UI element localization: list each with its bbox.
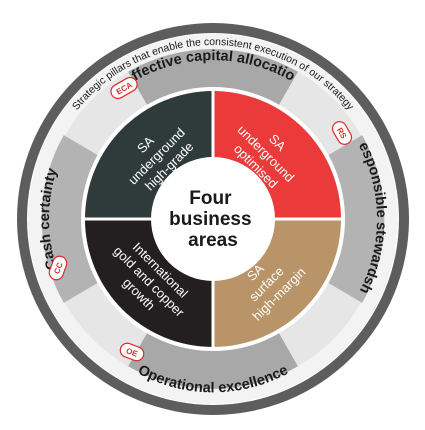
center-circle [151,157,275,281]
pillar-label-cc: Cash certainty [37,166,61,271]
center-title-line-3: areas [188,230,238,251]
badge-oe-code: OE [125,346,140,359]
pillar-band-eca [128,49,298,109]
badge-eca: ECA [110,76,138,100]
center-title-line-1: Four [189,188,232,209]
pillar-band-oe [128,329,298,389]
badge-oe: OE [119,342,145,362]
badge-rs: RS [331,121,353,145]
center-title: Four business areas [169,188,257,251]
badge-cc: CC [48,255,68,281]
badge-cc-code: CC [52,261,64,275]
pillar-band-rs [325,135,385,303]
center-title-line-2: business [169,209,251,230]
